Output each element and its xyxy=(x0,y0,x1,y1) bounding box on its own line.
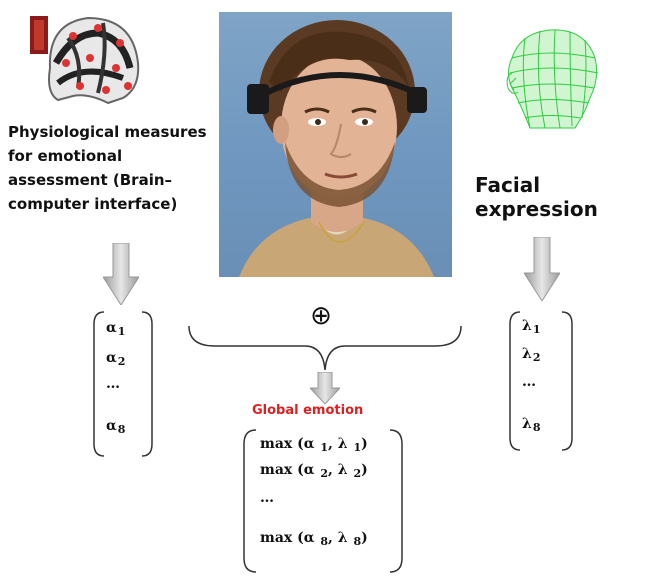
alpha-vector: α1 α2 … α8 xyxy=(106,318,156,458)
center-down-arrow-icon xyxy=(310,372,340,404)
lambda-vector-brackets xyxy=(509,311,573,451)
alpha-vector-brackets xyxy=(93,311,153,457)
subject-photo xyxy=(219,12,452,277)
lambda-row: … xyxy=(522,374,536,390)
max-row: max (α 2, λ 2) xyxy=(260,462,368,480)
max-row: … xyxy=(260,490,274,506)
person-portrait xyxy=(239,20,434,277)
eeg-headset-icon xyxy=(30,16,140,105)
max-row: max (α 1, λ 1) xyxy=(260,436,368,454)
alpha-row: α2 xyxy=(106,350,126,368)
physiological-measures-label: Physiological measures for emotional ass… xyxy=(8,123,207,213)
alpha-row: α8 xyxy=(106,418,126,436)
combine-brace xyxy=(188,325,462,371)
facial-expression-label: Facial expression xyxy=(475,173,598,221)
max-vector-brackets xyxy=(243,429,403,573)
left-down-arrow-icon xyxy=(103,243,139,305)
global-emotion-label: Global emotion xyxy=(252,403,364,418)
combine-symbol: ⊕ xyxy=(310,301,332,331)
right-down-arrow-icon xyxy=(524,237,560,301)
max-row: max (α 8, λ 8) xyxy=(260,530,368,548)
alpha-row: α1 xyxy=(106,320,126,338)
lambda-row: λ1 xyxy=(522,318,541,336)
lambda-row: λ8 xyxy=(522,416,541,434)
lambda-row: λ2 xyxy=(522,346,541,364)
max-vector: max (α 1, λ 1) max (α 2, λ 2) … max (α 8… xyxy=(260,434,400,570)
wireframe-head-icon xyxy=(506,29,599,129)
lambda-vector: λ1 λ2 … λ8 xyxy=(522,316,572,452)
alpha-row: … xyxy=(106,376,120,392)
